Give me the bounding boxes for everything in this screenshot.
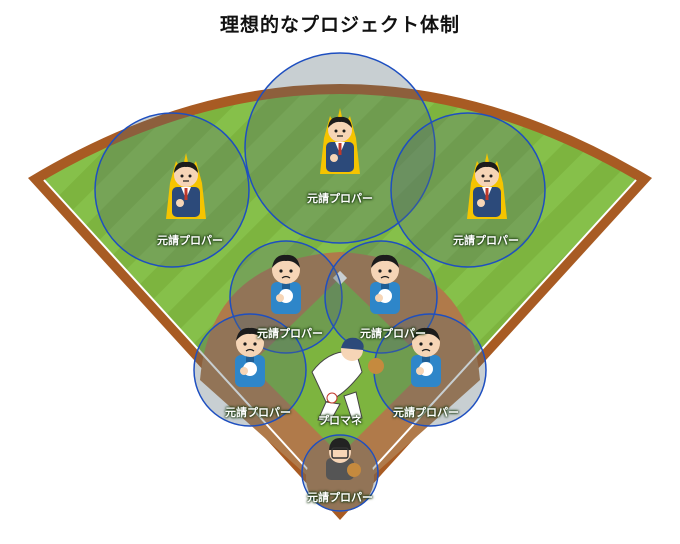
baseball-player-blue-uniform-icon xyxy=(271,255,301,314)
role-label-left-field: 元請プロパー xyxy=(157,232,223,248)
baseball-player-blue-uniform-icon xyxy=(370,255,400,314)
role-label-right-field: 元請プロパー xyxy=(453,232,519,248)
role-label-catcher: 元請プロパー xyxy=(307,489,373,505)
role-label-first-base: 元請プロパー xyxy=(393,404,459,420)
role-label-second-base: 元請プロパー xyxy=(360,325,426,341)
role-label-pitcher: プロマネ xyxy=(318,412,362,428)
role-label-center-field: 元請プロパー xyxy=(307,190,373,206)
role-label-shortstop: 元請プロパー xyxy=(257,325,323,341)
role-label-third-base: 元請プロパー xyxy=(225,404,291,420)
